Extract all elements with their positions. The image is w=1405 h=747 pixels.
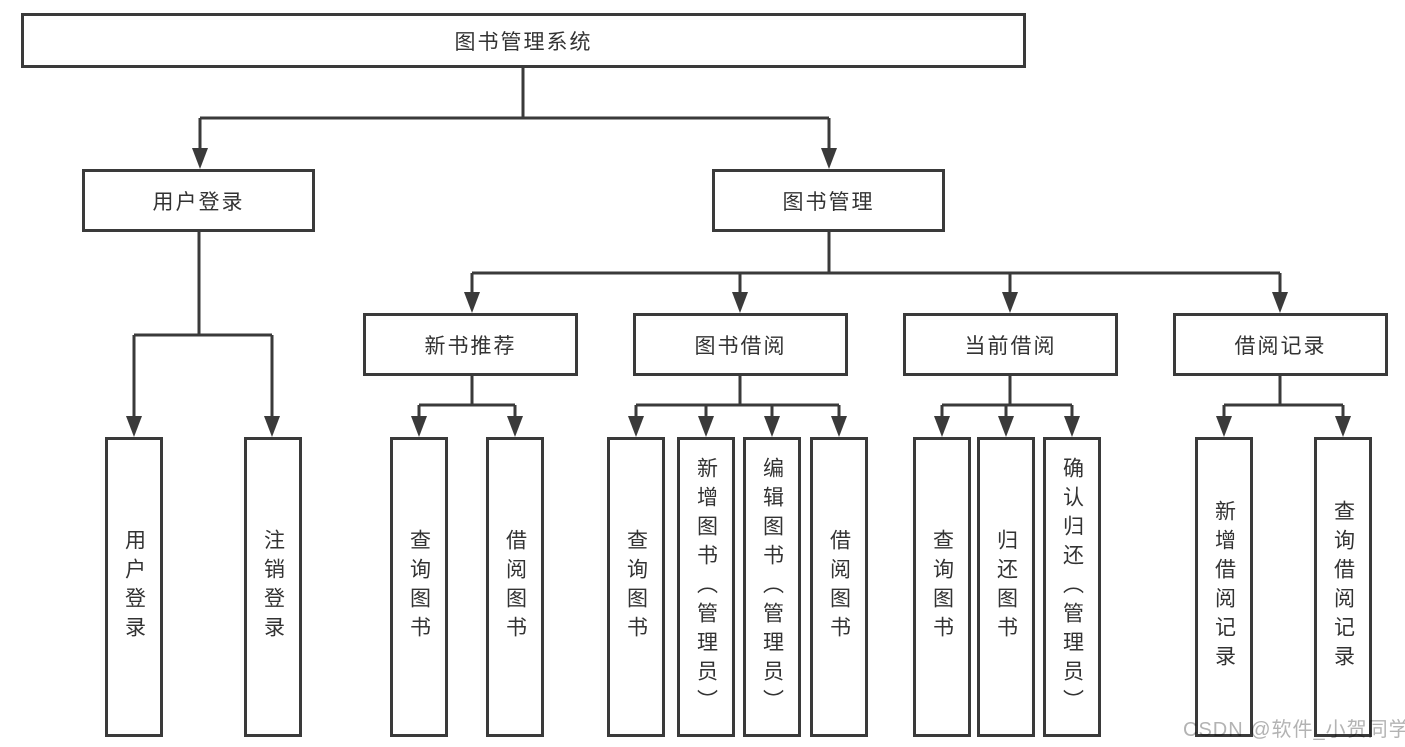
node-current-borrowing: 当前借阅 (903, 313, 1118, 376)
leaf-query-books-current: 查询图书 (913, 437, 971, 737)
leaf-query-books-borrowing: 查询图书 (607, 437, 665, 737)
node-user-login: 用户登录 (82, 169, 315, 232)
leaf-logout: 注销登录 (244, 437, 302, 737)
node-root: 图书管理系统 (21, 13, 1026, 68)
connector-borrowing-records-to-leaves (1216, 376, 1351, 437)
leaf-borrow-books-recommend: 借阅图书 (486, 437, 544, 737)
connector-book-borrowing-to-leaves (628, 376, 847, 437)
leaf-user-login: 用户登录 (105, 437, 163, 737)
leaf-query-borrow-record: 查询借阅记录 (1314, 437, 1372, 737)
connector-root-to-level2 (192, 68, 837, 169)
node-book-borrowing: 图书借阅 (633, 313, 848, 376)
leaf-edit-books-admin: 编辑图书（管理员） (743, 437, 801, 737)
connector-book-management-to-level3 (464, 232, 1288, 313)
connector-current-borrowing-to-leaves (934, 376, 1080, 437)
leaf-query-books-recommend: 查询图书 (390, 437, 448, 737)
node-book-management: 图书管理 (712, 169, 945, 232)
connector-new-book-recommendation-to-leaves (411, 376, 523, 437)
leaf-confirm-return-admin: 确认归还（管理员） (1043, 437, 1101, 737)
watermark: CSDN @软件_小贺同学 (1183, 719, 1405, 741)
node-borrowing-records: 借阅记录 (1173, 313, 1388, 376)
leaf-add-books-admin: 新增图书（管理员） (677, 437, 735, 737)
leaf-return-books: 归还图书 (977, 437, 1035, 737)
leaf-borrow-books-borrowing: 借阅图书 (810, 437, 868, 737)
leaf-add-borrow-record: 新增借阅记录 (1195, 437, 1253, 737)
connector-user-login-to-leaves (126, 232, 280, 437)
node-new-book-recommendation: 新书推荐 (363, 313, 578, 376)
